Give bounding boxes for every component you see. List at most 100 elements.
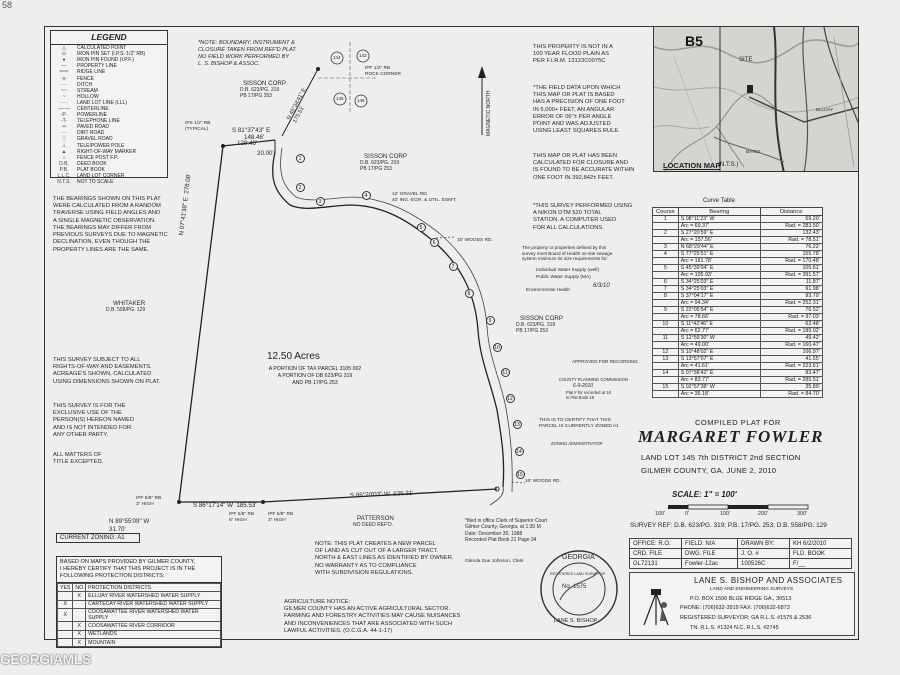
health-cert-text: The property or properties defined by th… (522, 245, 613, 262)
south-bearing-2: S 86°17'14" W 185.53' (193, 502, 257, 509)
scale-tick-1: 0' (685, 511, 690, 517)
ipf-label-b: IPF 5/8" RB 6" HIGH (229, 512, 255, 523)
lot-number-143: 143 (359, 53, 367, 58)
course-marker: 9 (485, 315, 495, 325)
firm-phone: PHONE: (706)632-3919 FAX: (706)632-6873 (680, 605, 790, 611)
protection-cell-name: MOUNTAIN (85, 637, 221, 648)
firm-address: P.O. BOX 1506 BLUE RIDGE GA., 30513 (690, 596, 792, 602)
rock-corner-label: IPF 1/2" RB ROCK CORNER (365, 66, 401, 77)
surveyor-logo-icon (643, 589, 669, 626)
scale-label: SCALE: 1" = 100' (672, 490, 737, 499)
patterson-ref: NO DEED REF'D. (353, 522, 394, 528)
owner-ref-north: D.B. 623/PG. 319 PB 17/PG 253 (240, 87, 280, 100)
equipment-note: *THIS SURVEY PERFORMED USING A NIKON DTM… (533, 203, 633, 231)
legend-item: ᶜᶜᶜᶜᶜ Ridge Line (51, 69, 167, 75)
legend-label: Paved Road (77, 124, 110, 131)
protection-cell-yes (56, 637, 74, 648)
bearings-note: THE BEARINGS SHOWN ON THIS PLAT WERE CAL… (53, 196, 168, 253)
seal-icon (540, 550, 618, 628)
property-boundary-west-south (178, 145, 498, 503)
whitaker-label: WHITAKER (113, 300, 146, 307)
legend-symbol-icon: △ (62, 45, 66, 52)
lot-circle-146 (354, 94, 368, 108)
title-matters-note: ALL MATTERS OF TITLE EXCEPTED. (53, 452, 104, 466)
page-number: 58 (2, 0, 13, 10)
legend-item: ○Fence Post F.P. (51, 155, 167, 161)
legend-symbol-icon: - - (61, 130, 67, 137)
legend-symbol-icon: L.L.C. (57, 173, 71, 180)
north-distance: 148.46' (244, 134, 265, 141)
iron-pin-icon (221, 144, 225, 148)
legend-item: —Property Line (51, 63, 167, 69)
legend-symbol-icon: ᶜᶜᶜᶜᶜ (59, 69, 69, 76)
legend-item: △ Calculated Point (51, 45, 167, 51)
legend-label: Iron Pin Found (I.P.F.) (77, 57, 134, 64)
woods-road-line-2 (511, 481, 526, 484)
legend-item: D.B.Deed Book (51, 161, 167, 167)
legend-label: Iron Pin Set (I.P.S. 1/2" RB) (77, 51, 145, 58)
protection-cell-name: CARTECAY RIVER WATERSHED WATER SUPPLY (85, 599, 221, 610)
legend-label: Centerline (77, 105, 109, 112)
location-site-label: SITE (739, 57, 753, 63)
legend-symbol-icon: ▲ (61, 148, 67, 155)
north-distance-2: 128.46' (237, 140, 258, 147)
scale-tick-2: 100' (720, 511, 731, 517)
legend-item: ⊥Tele/Power Pole (51, 143, 167, 149)
lot-circle-144 (330, 51, 344, 65)
legend-symbol-icon: N.T.S. (57, 179, 71, 186)
legend-symbol-icon: ● (62, 57, 66, 64)
course-marker: 12 (505, 393, 515, 403)
course-marker: 4 (361, 190, 371, 200)
legend-symbol-icon: ═ (62, 124, 66, 131)
legend-label: Not to Scale (77, 179, 114, 186)
diagonal-line (281, 68, 319, 137)
legend-symbol-icon: ⊙ (61, 51, 67, 58)
clerk-filing: *filed in office Clerk of Superior Court… (465, 518, 548, 543)
whitaker-ref: D.B. 558/PG. 129 (106, 307, 146, 313)
drawing-frame (44, 26, 859, 640)
legend-item: ~~Stream (51, 88, 167, 94)
legend-label: Dirt Road (77, 130, 105, 137)
legend-label: Right-of-Way Marker (77, 148, 137, 155)
legend-symbol-icon: -P- (60, 112, 68, 119)
scale-tick-4: 300' (797, 511, 808, 517)
lot-number-144: 144 (333, 55, 341, 60)
legend-item: -P- Powerline (51, 112, 167, 118)
ips-typical-label: IPS 1/2" RB (TYPICAL) (185, 121, 211, 132)
legend-label: Hollow (77, 93, 99, 100)
legend-label: Telephone Line (77, 118, 120, 125)
firm-licenses: TN. R.L.S. #1324 N.C. R.L.S. #2745 (690, 625, 779, 631)
approval-filed: Plat # for recorded at 16 in Plat Book 1… (566, 390, 611, 401)
owner-ref-southeast: D.B. 623/PG. 319 PB 17/PG 253 (516, 322, 556, 335)
legend-label: Powerline (77, 112, 108, 119)
legend-symbol-icon: —·— (58, 105, 70, 112)
course-marker: 11 (500, 367, 510, 377)
legend-item: N.T.S. Not to Scale (51, 179, 167, 185)
north-bearing: S 81°37'43" E (232, 127, 271, 134)
owner-label-southeast: SISSON CORP (520, 315, 563, 322)
legend-label: Ridge Line (77, 69, 106, 76)
legend-item: - - -Land Lot Line (LLL) (51, 100, 167, 106)
road-easement-label: 12' GRAVEL RD. 40' ING.-EGR. & UTIL. ESM… (392, 192, 457, 203)
seal-state: GEORGIA (562, 554, 595, 561)
protection-districts-box: BASED ON MAPS PROVIDED BY GILMER COUNTY,… (56, 556, 222, 649)
seal-number: No. 1575 (562, 584, 587, 590)
exclusive-note: THIS SURVEY IS FOR THE EXCLUSIVE USE OF … (53, 403, 135, 438)
legend-label: Fence Post F.P. (77, 154, 119, 161)
zoning-cert-role: ZONING ADMINISTRATOR (551, 441, 603, 446)
clerk-name: Glenda Sue Johnson, Clerk (465, 559, 524, 564)
protection-cell-yes: X (56, 608, 74, 623)
legend-item: ~Hollow (51, 94, 167, 100)
legend-symbol-icon: - - - (60, 99, 68, 106)
legend-label: Calculated Point (77, 45, 127, 52)
legend-symbol-icon: -x- (61, 75, 67, 82)
zoning-cert-text: THIS IS TO CERTIFY THAT THIS PARCEL IS C… (539, 418, 619, 429)
location-road-2: ELLIJAY (816, 107, 834, 112)
jog-distance: 20.00' (257, 150, 274, 157)
firm-registered: REGISTERED SURVEYOR: GA R.L.S. #1575 & 2… (680, 615, 812, 621)
